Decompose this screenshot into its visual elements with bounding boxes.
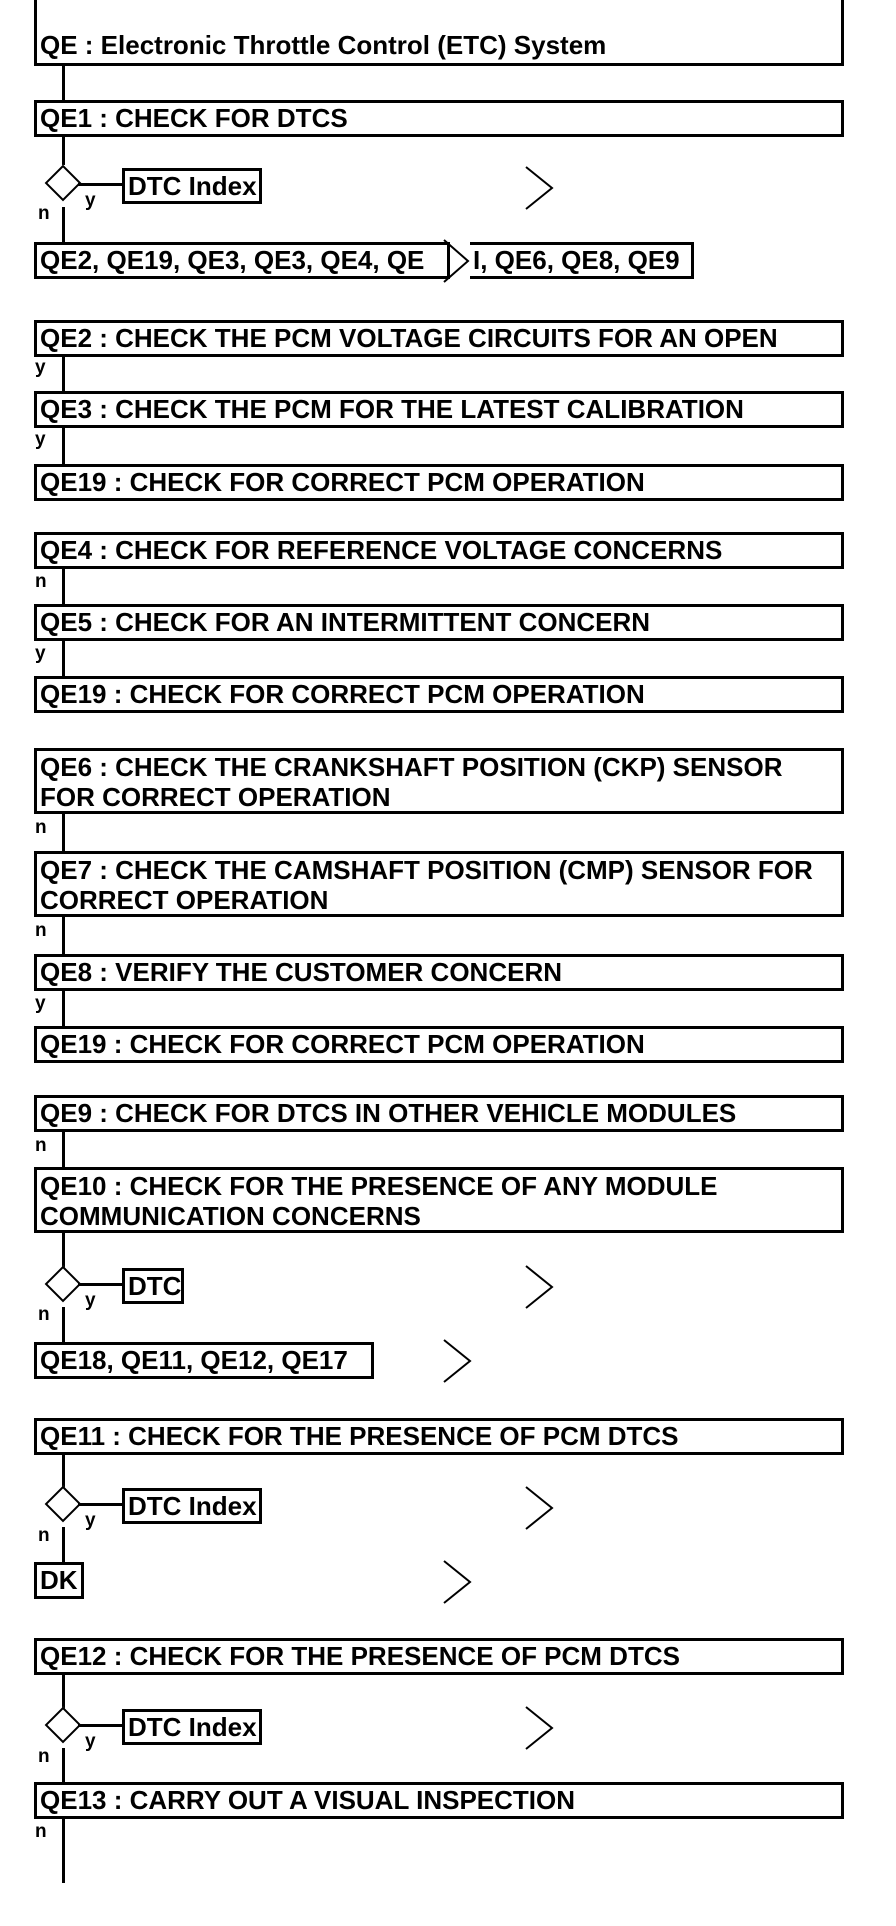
yes-label: y: [35, 357, 46, 378]
step-qe19-b: QE19 : CHECK FOR CORRECT PCM OPERATION: [34, 676, 844, 713]
yes-label: y: [85, 190, 96, 211]
next-page-chevron: [443, 1560, 472, 1604]
decision-diamond: [44, 164, 82, 202]
step-qe8: QE8 : VERIFY THE CUSTOMER CONCERN: [34, 954, 844, 991]
next-page-chevron: [443, 1339, 472, 1383]
connector: [62, 1455, 65, 1490]
connector: [62, 428, 65, 464]
step-qe3: QE3 : CHECK THE PCM FOR THE LATEST CALIB…: [34, 391, 844, 428]
connector: [62, 1527, 65, 1562]
no-label: n: [35, 571, 47, 592]
branch-qe11-dtc-index: DTC Index: [122, 1488, 262, 1524]
yes-label: y: [35, 643, 46, 664]
decision-diamond: [44, 1706, 82, 1744]
connector: [78, 1724, 122, 1727]
next-page-chevron: [525, 1486, 554, 1530]
step-qe2: QE2 : CHECK THE PCM VOLTAGE CIRCUITS FOR…: [34, 320, 844, 357]
connector: [62, 207, 65, 242]
step-qe7: QE7 : CHECK THE CAMSHAFT POSITION (CMP) …: [34, 851, 844, 917]
step-qe19-a: QE19 : CHECK FOR CORRECT PCM OPERATION: [34, 464, 844, 501]
connector: [62, 357, 65, 391]
no-label: n: [38, 1525, 50, 1546]
connector: [78, 1283, 122, 1286]
next-steps-qe11-dk: DK: [34, 1562, 84, 1599]
next-steps-qe1-b: I, QE6, QE8, QE9: [470, 242, 694, 279]
connector: [62, 814, 65, 851]
yes-label: y: [85, 1290, 96, 1311]
flowchart-title-text: QE : Electronic Throttle Control (ETC) S…: [40, 30, 607, 60]
no-label: n: [35, 920, 47, 941]
step-qe13: QE13 : CARRY OUT A VISUAL INSPECTION: [34, 1782, 844, 1819]
yes-label: y: [85, 1731, 96, 1752]
connector: [62, 1819, 65, 1883]
flowchart-title: QE : Electronic Throttle Control (ETC) S…: [34, 0, 844, 66]
connector: [78, 183, 122, 186]
branch-qe12-dtc-index: DTC Index: [122, 1709, 262, 1745]
connector: [62, 917, 65, 954]
step-qe12: QE12 : CHECK FOR THE PRESENCE OF PCM DTC…: [34, 1638, 844, 1675]
decision-diamond: [44, 1485, 82, 1523]
connector: [78, 1503, 122, 1506]
step-qe5: QE5 : CHECK FOR AN INTERMITTENT CONCERN: [34, 604, 844, 641]
connector: [62, 66, 65, 100]
next-steps-qe10: QE18, QE11, QE12, QE17: [34, 1342, 374, 1379]
next-page-chevron: [525, 1706, 554, 1750]
no-label: n: [38, 203, 50, 224]
next-page-chevron: [525, 1265, 554, 1309]
next-steps-qe1-a: QE2, QE19, QE3, QE3, QE4, QE: [34, 242, 450, 279]
no-label: n: [35, 1135, 47, 1156]
step-qe19-c: QE19 : CHECK FOR CORRECT PCM OPERATION: [34, 1026, 844, 1063]
step-qe6: QE6 : CHECK THE CRANKSHAFT POSITION (CKP…: [34, 748, 844, 814]
yes-label: y: [35, 429, 46, 450]
next-page-chevron: [525, 166, 554, 210]
no-label: n: [38, 1746, 50, 1767]
connector: [62, 1233, 65, 1278]
no-label: n: [38, 1304, 50, 1325]
connector: [62, 991, 65, 1026]
connector: [62, 1748, 65, 1782]
branch-qe1-dtc-index: DTC Index: [122, 168, 262, 204]
step-qe10: QE10 : CHECK FOR THE PRESENCE OF ANY MOD…: [34, 1167, 844, 1233]
connector: [62, 1675, 65, 1711]
connector: [62, 1307, 65, 1342]
connector: [62, 641, 65, 676]
connector: [62, 1132, 65, 1167]
yes-label: y: [85, 1510, 96, 1531]
decision-diamond: [44, 1265, 82, 1303]
no-label: n: [35, 1821, 47, 1842]
step-qe9: QE9 : CHECK FOR DTCS IN OTHER VEHICLE MO…: [34, 1095, 844, 1132]
branch-qe10-dtc: DTC: [122, 1268, 184, 1304]
step-qe11: QE11 : CHECK FOR THE PRESENCE OF PCM DTC…: [34, 1418, 844, 1455]
connector: [62, 137, 65, 165]
no-label: n: [35, 817, 47, 838]
next-page-chevron: [443, 239, 470, 283]
step-qe4: QE4 : CHECK FOR REFERENCE VOLTAGE CONCER…: [34, 532, 844, 569]
connector: [62, 569, 65, 604]
yes-label: y: [35, 993, 46, 1014]
step-qe1: QE1 : CHECK FOR DTCS: [34, 100, 844, 137]
